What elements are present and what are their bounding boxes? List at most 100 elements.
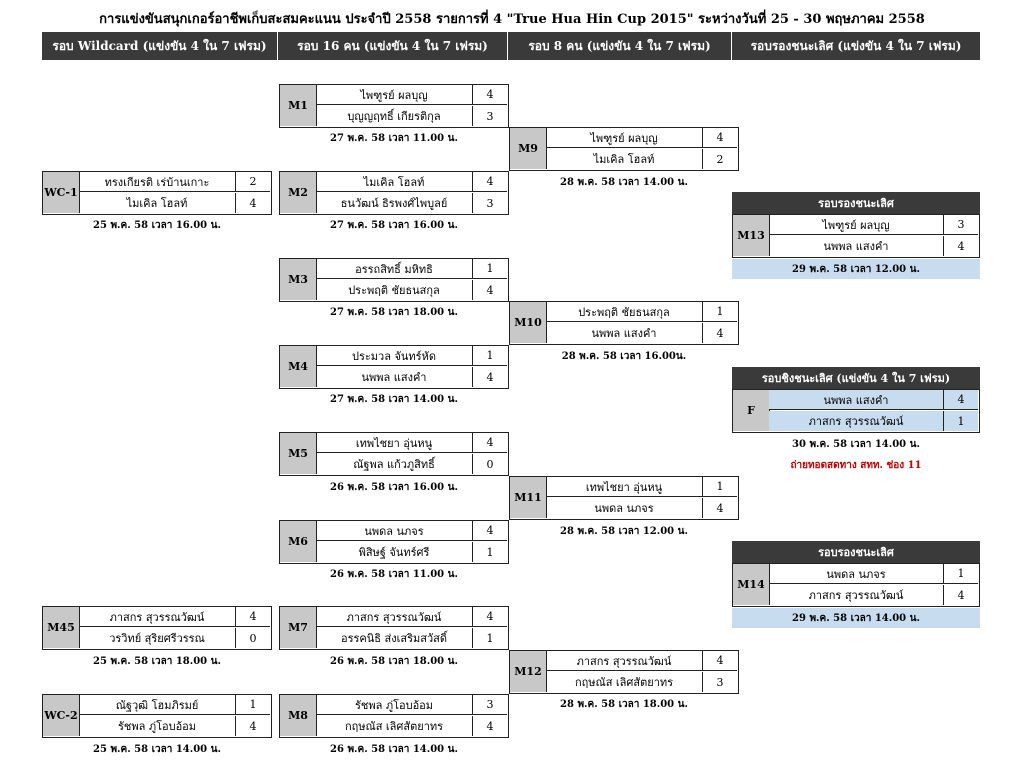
player-name: ไพฑูรย์ ผลบุญ: [316, 85, 473, 104]
match-date: 25 พ.ค. 58 เวลา 18.00 น.: [93, 656, 221, 667]
player-score: 3: [957, 218, 965, 231]
player-name: รัชพล ภู่โอบอ้อม: [79, 716, 236, 736]
player-row: นพพล แสงคำ 4: [769, 236, 978, 256]
player-score: 4: [486, 283, 494, 297]
match-date: 29 พ.ค. 58 เวลา 12.00 น.: [732, 259, 980, 279]
player-row: นพพล แสงคำ 4: [769, 390, 978, 410]
player-row: อรรถสิทธิ์ มหิทธิ 1: [316, 259, 507, 279]
player-name: อรรคนิธิ ส่งเสริมสวัสดิ์: [316, 628, 473, 648]
player-name: ประพฤติ ชัยธนสกุล: [546, 302, 703, 321]
match-label: F: [733, 390, 770, 431]
player-row: ภาสกร สุวรรณวัฒน์4: [79, 607, 270, 627]
match-label: M8: [280, 695, 317, 736]
match-wc2: WC-2 ณัฐวุฒิ โฮมภิรมย์1 รัชพล ภู่โอบอ้อม…: [42, 694, 272, 738]
match-m5: M5 เทพไชยา อุ่นหนู4 ณัฐพล แก้วภูสิทธิ์0: [279, 432, 509, 476]
match-date: 28 พ.ค. 58 เวลา 12.00 น.: [560, 526, 688, 537]
player-name: ธนวัฒน์ ธิรพงศ์ไพบูลย์: [316, 193, 473, 213]
player-name: รัชพล ภู่โอบอ้อม: [316, 695, 473, 714]
semifinal-header: รอบรองชนะเลิศ: [732, 541, 980, 563]
match-label: M7: [280, 607, 317, 648]
player-name: ไมเคิล โฮลท์: [316, 172, 473, 191]
player-row: อรรคนิธิ ส่งเสริมสวัสดิ์1: [316, 628, 507, 648]
player-name: วรวิทย์ สุริยศรีวรรณ: [79, 628, 236, 648]
match-date: 25 พ.ค. 58 เวลา 16.00 น.: [93, 220, 221, 231]
player-score: 1: [486, 262, 494, 275]
match-date: 27 พ.ค. 58 เวลา 11.00 น.: [330, 133, 458, 144]
match-date: 27 พ.ค. 58 เวลา 18.00 น.: [330, 307, 458, 318]
player-name: เทพไชยา อุ่นหนู: [546, 477, 703, 496]
player-score: 4: [957, 588, 965, 602]
match-label: M6: [280, 521, 317, 562]
match-label: M4: [280, 346, 317, 387]
player-name: อรรถสิทธิ์ มหิทธิ: [316, 259, 473, 278]
player-row: ณัฐพล แก้วภูสิทธิ์ 0: [316, 454, 507, 474]
match-m45: M45 ภาสกร สุวรรณวัฒน์4 วรวิทย์ สุริยศรีว…: [42, 606, 272, 650]
player-name: กฤษณัส เลิศสัตยาทร: [316, 716, 473, 736]
player-row: ประพฤติ ชัยธนสกุล 1: [546, 302, 737, 322]
match-label: M12: [510, 651, 547, 692]
player-score: 3: [486, 109, 494, 123]
semifinal-header: รอบรองชนะเลิศ: [732, 192, 980, 214]
player-name: นพพล แสงคำ: [769, 390, 944, 409]
header-wildcard: รอบ Wildcard (แข่งขัน 4 ใน 7 เฟรม): [42, 32, 278, 60]
player-score: 4: [486, 610, 494, 623]
player-name: เทพไชยา อุ่นหนู: [316, 433, 473, 452]
player-row: วรวิทย์ สุริยศรีวรรณ 0: [79, 628, 270, 648]
player-row: เทพไชยา อุ่นหนู 4: [316, 433, 507, 453]
player-row: ไมเคิล โฮลท์4: [79, 193, 270, 213]
match-label: M13: [733, 215, 770, 256]
player-row: ณัฐวุฒิ โฮมภิรมย์1: [79, 695, 270, 715]
player-score: 4: [486, 719, 494, 733]
player-name: นพพล แสงคำ: [546, 323, 703, 343]
player-name: นพดล นภจร: [546, 498, 703, 518]
player-score: 1: [249, 698, 257, 711]
match-label: M10: [510, 302, 547, 343]
player-name: นพดล นภจร: [769, 564, 944, 583]
player-row: ไมเคิล โฮลท์2: [546, 149, 737, 169]
player-score: 4: [716, 131, 724, 144]
player-score: 4: [716, 654, 724, 667]
player-row: ไมเคิล โฮลท์4: [316, 172, 507, 192]
player-score: 2: [716, 152, 724, 166]
player-row: กฤษณัส เลิศสัตยาทร 4: [316, 716, 507, 736]
player-score: 4: [957, 393, 965, 406]
match-label: M2: [280, 172, 317, 213]
match-label: M9: [510, 128, 547, 169]
player-score: 0: [486, 457, 494, 471]
broadcast-note: ถ่ายทอดสดทาง สทท. ช่อง 11: [790, 460, 922, 471]
header-round-8: รอบ 8 คน (แข่งขัน 4 ใน 7 เฟรม): [508, 32, 732, 60]
player-score: 1: [716, 480, 724, 493]
match-label: M11: [510, 477, 547, 518]
player-score: 4: [486, 436, 494, 449]
player-name: กฤษณัส เลิศสัตยาทร: [546, 672, 703, 692]
player-name: ภาสกร สุวรรณวัฒน์: [769, 585, 944, 605]
player-score: 0: [249, 631, 257, 645]
final-header: รอบชิงชนะเลิศ (แข่งขัน 4 ใน 7 เฟรม): [732, 367, 980, 389]
player-score: 4: [957, 239, 965, 253]
match-date: 30 พ.ค. 58 เวลา 14.00 น.: [792, 439, 920, 450]
player-name: นพพล แสงคำ: [769, 236, 944, 256]
match-date: 28 พ.ค. 58 เวลา 14.00 น.: [560, 177, 688, 188]
player-name: ภาสกร สุวรรณวัฒน์: [79, 607, 236, 626]
player-score: 1: [716, 305, 724, 318]
player-name: ณัฐพล แก้วภูสิทธิ์: [316, 454, 473, 474]
player-row: ภาสกร สุวรรณวัฒน์ 4: [769, 585, 978, 605]
header-round-16: รอบ 16 คน (แข่งขัน 4 ใน 7 เฟรม): [278, 32, 508, 60]
